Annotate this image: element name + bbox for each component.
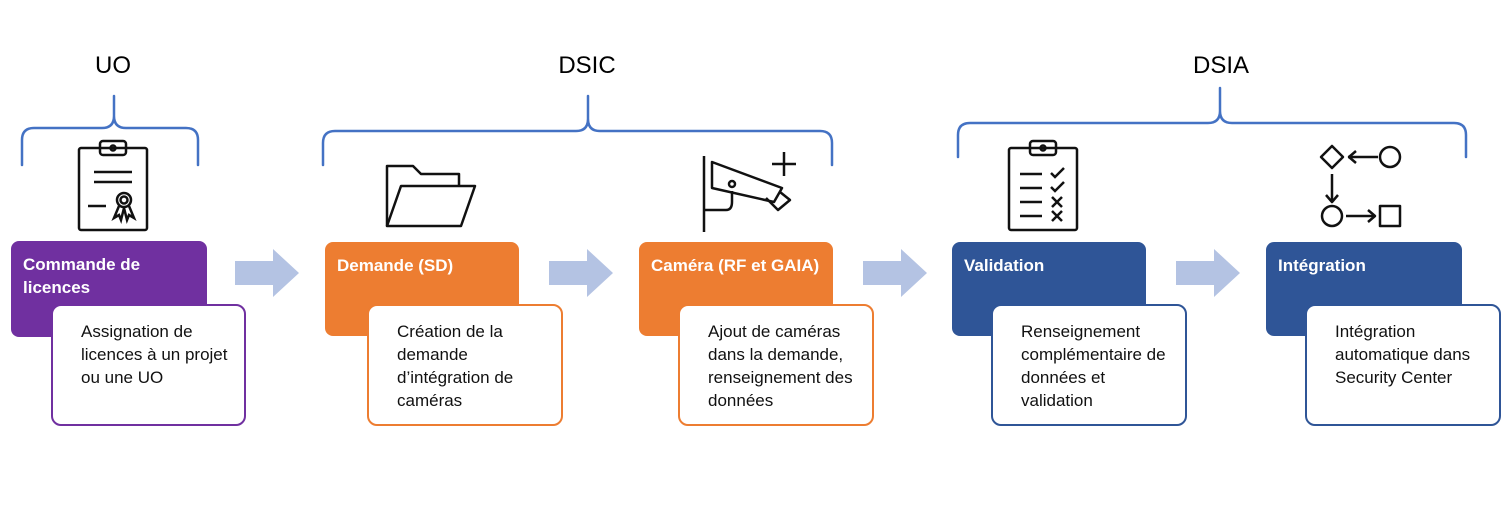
step-description-commande-de-licences: Assignation de licences à un projet ou u… [51, 304, 246, 426]
certificate-clipboard-icon [77, 139, 149, 232]
step-description-integration: Intégration automatique dans Security Ce… [1305, 304, 1501, 426]
flow-arrow-2 [549, 249, 613, 297]
flow-arrow-1 [235, 249, 299, 297]
step-description-validation: Renseignement complémentaire de données … [991, 304, 1187, 426]
checklist-clipboard-icon [1007, 139, 1079, 232]
group-label-dsia: DSIA [1192, 52, 1249, 79]
group-label-uo: UO [95, 52, 131, 79]
step-description-camera-rf-et-gaia: Ajout de caméras dans la demande, rensei… [678, 304, 874, 426]
flow-arrow-3 [863, 249, 927, 297]
step-description-demande-sd: Création de la demande d’intégration de … [367, 304, 563, 426]
group-label-dsic: DSIC [558, 52, 616, 79]
workflow-icon [1319, 144, 1402, 228]
flow-arrow-4 [1176, 249, 1240, 297]
security-camera-icon [702, 152, 796, 232]
open-folder-icon [385, 164, 477, 228]
